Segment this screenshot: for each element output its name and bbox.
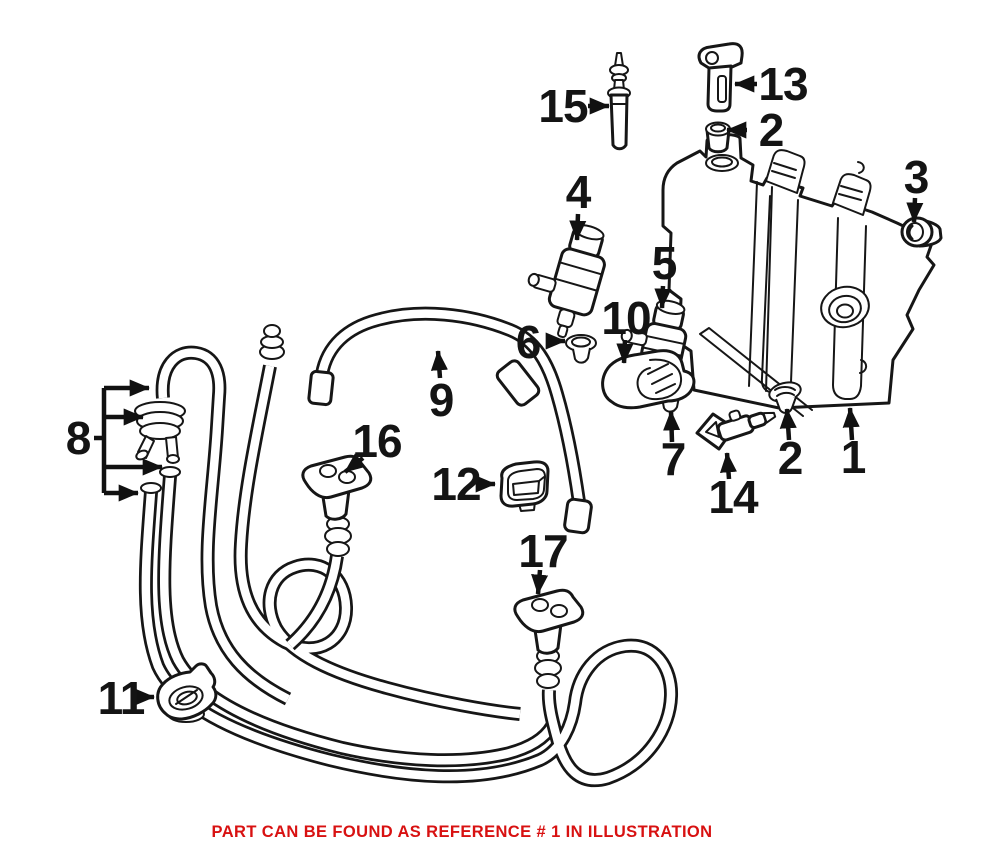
grommet-part-3 — [900, 216, 943, 248]
reference-note: PART CAN BE FOUND AS REFERENCE # 1 IN IL… — [211, 822, 713, 841]
callout-arrows — [94, 75, 924, 706]
callout-6: 6 — [515, 316, 542, 368]
hose-fittings — [140, 324, 593, 535]
hose-clamp-part-10 — [601, 349, 696, 410]
callout-15: 15 — [538, 80, 588, 132]
check-valve-part-8 — [134, 401, 186, 464]
callout-17: 17 — [518, 525, 568, 577]
callout-12: 12 — [431, 458, 481, 510]
callout-1: 1 — [840, 431, 867, 483]
callout-2-top: 2 — [758, 104, 785, 156]
cap-part-13 — [697, 42, 744, 113]
callout-16: 16 — [352, 415, 402, 467]
callout-10: 10 — [601, 292, 651, 344]
nozzle-part-14 — [695, 409, 777, 451]
washer-nozzle-part-17 — [513, 588, 585, 689]
callout-9: 9 — [428, 374, 455, 426]
cap-part-2-top — [705, 121, 731, 154]
hose-clip-part-11 — [156, 662, 218, 723]
washer-nozzle-part-16 — [301, 454, 373, 557]
pipe-part-15 — [607, 52, 631, 151]
callout-3: 3 — [903, 151, 930, 203]
callout-2-bottom: 2 — [777, 432, 804, 484]
callout-14: 14 — [708, 471, 758, 523]
callout-11: 11 — [97, 672, 146, 724]
callout-8: 8 — [65, 412, 92, 464]
callout-5: 5 — [651, 237, 678, 289]
grommet-part-6 — [565, 334, 597, 364]
hose-bundle — [138, 306, 679, 788]
callout-7: 7 — [660, 433, 687, 485]
washer-reservoir-part-1 — [661, 133, 936, 417]
callout-13: 13 — [758, 58, 808, 110]
clip-bracket-part-12 — [499, 460, 550, 512]
callout-4: 4 — [565, 166, 592, 218]
